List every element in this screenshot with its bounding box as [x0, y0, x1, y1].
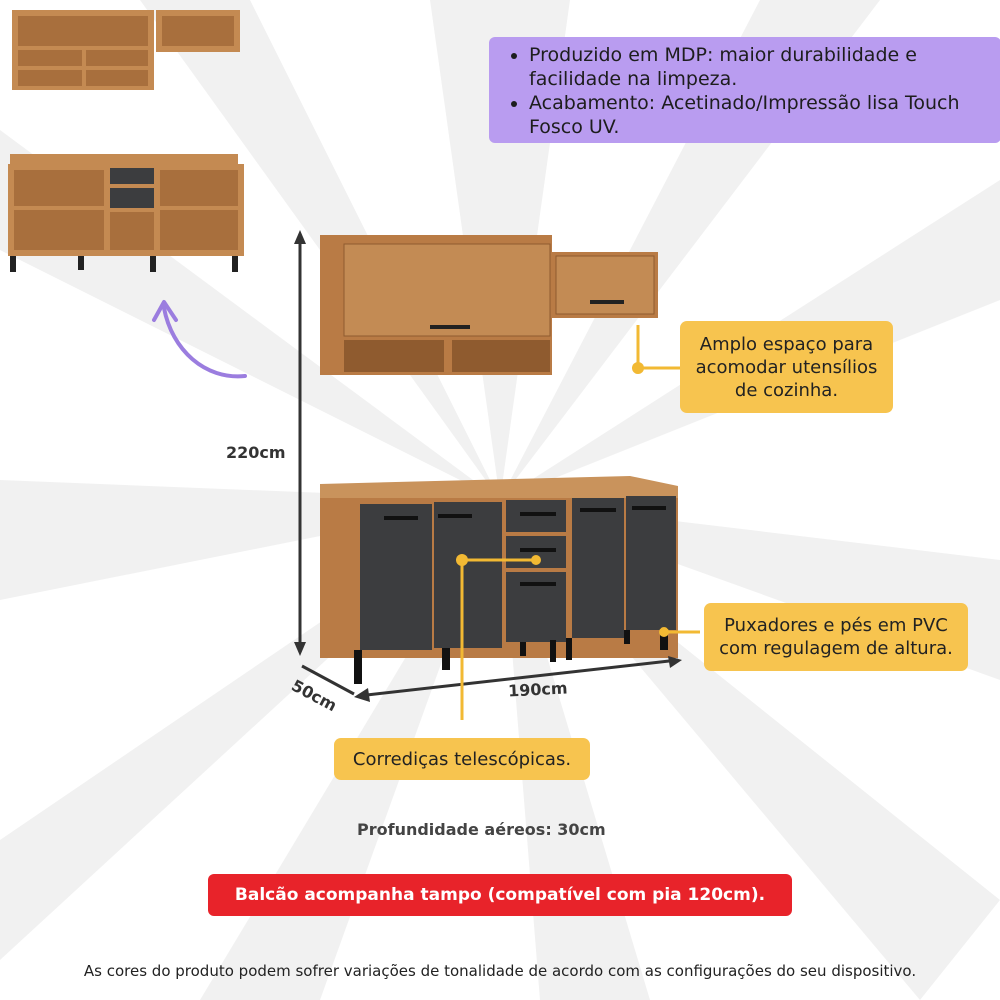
thumbnail-base-cabinet-open — [8, 154, 244, 272]
features-box: Produzido em MDP: maior durabilidade e f… — [489, 37, 1000, 143]
callout-storage: Amplo espaço para acomodar utensílios de… — [680, 321, 893, 413]
counter-note-banner: Balcão acompanha tampo (compatível com p… — [208, 874, 792, 916]
curved-arrow-icon — [152, 300, 247, 379]
kitchen-product-drawing — [294, 230, 700, 720]
thumbnail-wall-cabinet-open — [12, 10, 240, 90]
callout-handles: Puxadores e pés em PVC com regulagem de … — [704, 603, 968, 671]
callout-slides: Corrediças telescópicas. — [334, 738, 590, 780]
feature-item: Produzido em MDP: maior durabilidade e f… — [529, 43, 987, 91]
height-dimension: 220cm — [226, 443, 286, 462]
feature-item: Acabamento: Acetinado/Impressão lisa Tou… — [529, 91, 987, 139]
width-dimension: 190cm — [507, 678, 569, 701]
wall-depth-note: Profundidade aéreos: 30cm — [357, 820, 606, 839]
color-disclaimer: As cores do produto podem sofrer variaçõ… — [83, 962, 917, 980]
